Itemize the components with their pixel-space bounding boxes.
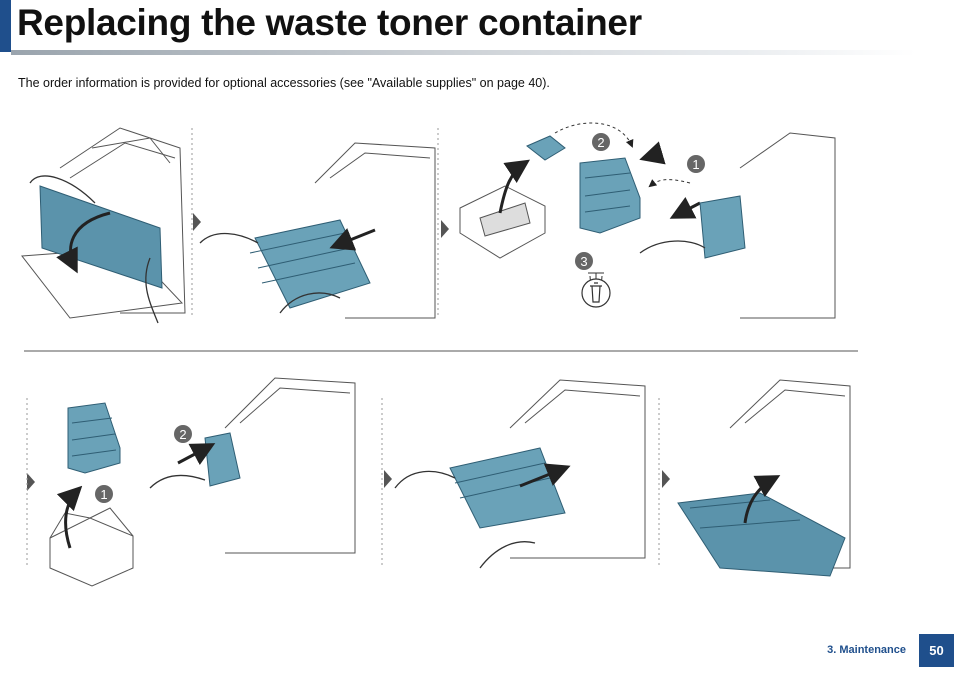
procedure-illustration: 2 1 3 1 2 [21, 122, 858, 587]
step-arrow [384, 470, 392, 488]
page-title: Replacing the waste toner container [17, 2, 642, 43]
badge-1: 1 [95, 485, 113, 503]
footer-section-label: 3. Maintenance [827, 644, 906, 656]
badge-2: 2 [174, 425, 192, 443]
svg-text:2: 2 [179, 427, 186, 442]
badge-2: 2 [592, 133, 610, 151]
step-arrow [662, 470, 670, 488]
title-rule [11, 50, 916, 55]
step-6-close-cover [677, 379, 851, 577]
step-4-insert-new-container [26, 377, 383, 587]
step-1-open-cover [21, 127, 193, 324]
step-3-remove-container [459, 122, 836, 319]
recycle-bin-icon [581, 278, 611, 308]
svg-text:2: 2 [597, 135, 604, 150]
title-accent-bar [0, 0, 11, 52]
page-number: 50 [919, 634, 954, 667]
svg-text:1: 1 [692, 157, 699, 172]
badge-1: 1 [687, 155, 705, 173]
step-arrow [441, 220, 449, 238]
step-arrow [27, 473, 35, 491]
step-2-pull-drawer [199, 128, 439, 319]
intro-paragraph: The order information is provided for op… [18, 76, 550, 90]
svg-text:3: 3 [580, 254, 587, 269]
badge-3: 3 [575, 252, 593, 270]
svg-text:1: 1 [100, 487, 107, 502]
step-arrow [193, 213, 201, 231]
step-5-insert-drawer [394, 379, 660, 569]
